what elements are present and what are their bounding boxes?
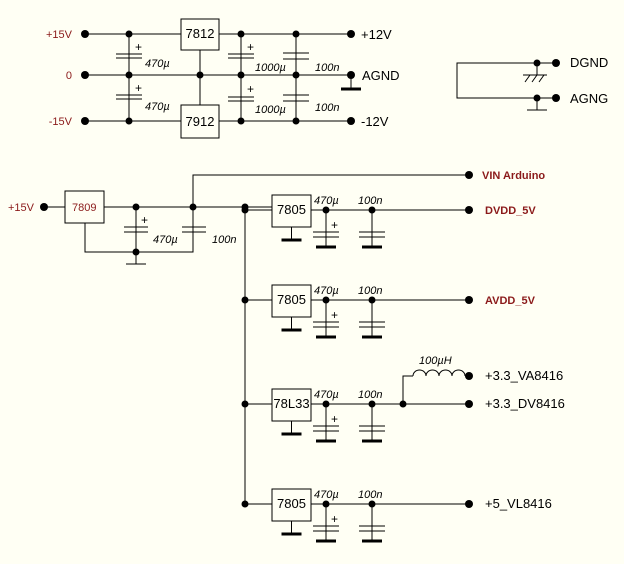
polarity-plus: + [331,308,338,322]
terminal [465,500,473,508]
svg-text:+: + [141,213,148,227]
net-label: AGND [362,68,400,83]
cap-label: 470µ [314,285,339,297]
wire [402,375,413,404]
regulator-label: 78L33 [273,396,309,411]
terminal-agnd [347,71,355,79]
terminal-0 [81,71,89,79]
cap-label: 470µ [145,58,170,70]
cap-label: 470µ [153,234,178,246]
cap-label: 100n [358,195,382,207]
terminal-minus15v [81,117,89,125]
label-input-plus15v: +15V [8,202,35,214]
svg-text:+: + [247,82,254,96]
bottom-regulators: +15V 7809 + 470µ 100n VIN Arduino [8,170,545,503]
regulator-label: 7805 [277,202,306,217]
cap-label: 470µ [145,101,170,113]
top-split-supply: +15V 0 -15V + + + + 470µ 470µ 1000µ 1000… [46,18,400,139]
terminal [465,400,473,408]
regulator-label: 7805 [277,292,306,307]
cap-label: 100n [358,489,382,501]
regulator-7912 [180,104,220,139]
net-label: -12V [361,114,389,129]
terminal-minus12v [347,117,355,125]
terminal-plus15v [81,30,89,38]
cap-label: 470µ [314,489,339,501]
cap-label: 100n [358,389,382,401]
net-label-dgnd: DGND [570,55,608,70]
cap-label: 470µ [314,195,339,207]
inductor-coil [412,369,466,377]
net-label: +12V [361,27,392,42]
junction [241,296,249,304]
ground-link: DGND AGNG [456,55,608,111]
regulator-box [271,388,312,422]
regulator-label: 7809 [72,202,96,214]
net-label-agng: AGNG [570,91,608,106]
regulator-label: 7912 [186,114,215,129]
polarity-plus: + [331,412,338,426]
junction [241,400,249,408]
svg-text:+: + [135,81,142,95]
regulator-7809 [64,190,105,224]
cap-label: 1000µ [255,62,286,74]
terminal [465,372,473,380]
net-label: DVDD_5V [485,205,536,217]
polarity-plus: + [331,218,338,232]
junction [241,500,249,508]
inductor-label: 100µH [419,355,452,367]
cap-label: 100n [315,62,339,74]
cap-label: 100n [315,102,339,114]
label-input-plus15v: +15V [46,29,73,41]
net-label-vin-arduino: VIN Arduino [482,170,545,182]
regulator-box [271,284,312,318]
label-input-minus15v: -15V [49,116,73,128]
net-label: +5_VL8416 [485,496,552,511]
junction [241,206,249,214]
regulator-7812 [180,18,220,51]
regulator-label: 7812 [186,26,215,41]
terminal-plus12v [347,30,355,38]
net-label: +3.3_DV8416 [485,396,565,411]
regulator-branches: 7805 470µ 100n + DVDD_5V 7805 470µ 100n + AVDD_5V… [241,194,565,543]
polarity-plus: + [331,512,338,526]
net-label: +3.3_VA8416 [485,368,563,383]
terminal [465,206,473,214]
svg-text:+: + [135,40,142,54]
regulator-label: 7805 [277,496,306,511]
terminal [465,296,473,304]
svg-text:+: + [247,40,254,54]
cap-label: 1000µ [255,104,286,116]
cap-label: 100n [358,285,382,297]
cap-label: 470µ [314,389,339,401]
cap-label: 100n [212,234,236,246]
label-input-0: 0 [66,70,72,82]
net-label: AVDD_5V [485,295,536,307]
